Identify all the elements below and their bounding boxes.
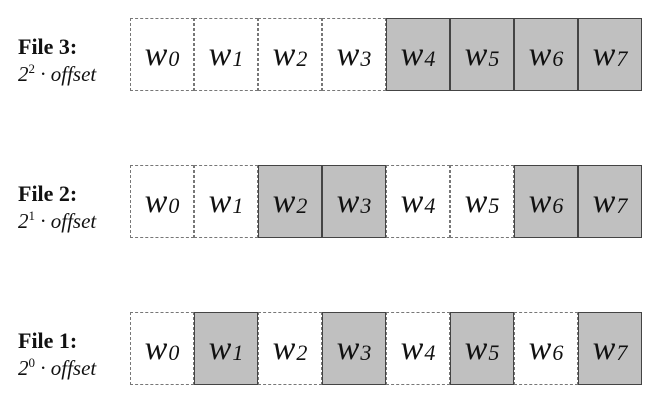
- word-symbol: w: [464, 182, 488, 220]
- word-index: 1: [232, 45, 244, 71]
- word-symbol: w: [272, 329, 296, 367]
- word-symbol: w: [208, 329, 232, 367]
- file-title: File 1:: [18, 328, 78, 353]
- word-symbol: w: [464, 329, 488, 367]
- offset-base: 2: [18, 62, 29, 86]
- word-index: 4: [424, 192, 436, 218]
- word-symbol: w: [528, 35, 552, 73]
- word-symbol: w: [336, 182, 360, 220]
- word-index: 2: [296, 339, 308, 365]
- offset-base: 2: [18, 209, 29, 233]
- word-index: 4: [424, 339, 436, 365]
- word-index: 0: [168, 45, 180, 71]
- word-symbol: w: [592, 35, 616, 73]
- offset-text: · offset: [35, 62, 97, 86]
- word-symbol: w: [528, 329, 552, 367]
- word-index: 7: [616, 339, 628, 365]
- word-index: 6: [552, 192, 564, 218]
- word-symbol: w: [464, 35, 488, 73]
- word-symbol: w: [400, 182, 424, 220]
- word-index: 6: [552, 339, 564, 365]
- word-symbol: w: [592, 182, 616, 220]
- word-symbol: w: [208, 35, 232, 73]
- file-offset-formula: 21 · offset: [18, 209, 130, 233]
- word-index: 1: [232, 192, 244, 218]
- word-symbol: w: [144, 182, 168, 220]
- offset-exponent: 0: [28, 355, 36, 370]
- file-label: File 1: 20 · offset: [18, 328, 130, 381]
- word-index: 7: [616, 45, 628, 71]
- word-index: 0: [168, 192, 180, 218]
- word-index: 5: [488, 45, 500, 71]
- file-label: File 2: 21 · offset: [18, 181, 130, 234]
- offset-text: · offset: [35, 356, 97, 380]
- word-symbol: w: [144, 329, 168, 367]
- word-index: 1: [232, 339, 244, 365]
- word-index: 2: [296, 192, 308, 218]
- file-title: File 2:: [18, 181, 78, 206]
- offset-exponent: 2: [28, 61, 36, 76]
- word-index: 3: [360, 45, 372, 71]
- word-index: 3: [360, 339, 372, 365]
- word-index: 4: [424, 45, 436, 71]
- word-symbol: w: [272, 182, 296, 220]
- file-title: File 3:: [18, 34, 78, 59]
- word-symbol: w: [592, 329, 616, 367]
- file-label: File 3: 22 · offset: [18, 34, 130, 87]
- word-symbol: w: [400, 329, 424, 367]
- word-symbol: w: [336, 329, 360, 367]
- word-symbol: w: [208, 182, 232, 220]
- word-index: 2: [296, 45, 308, 71]
- file-offset-formula: 20 · offset: [18, 356, 130, 380]
- offset-text: · offset: [35, 209, 97, 233]
- word-index: 3: [360, 192, 372, 218]
- file-offset-formula: 22 · offset: [18, 62, 130, 86]
- word-index: 0: [168, 339, 180, 365]
- word-index: 5: [488, 192, 500, 218]
- offset-base: 2: [18, 356, 29, 380]
- word-index: 6: [552, 45, 564, 71]
- word-index: 5: [488, 339, 500, 365]
- word-symbol: w: [528, 182, 552, 220]
- offset-exponent: 1: [28, 208, 36, 223]
- word-index: 7: [616, 192, 628, 218]
- word-symbol: w: [400, 35, 424, 73]
- word-symbol: w: [272, 35, 296, 73]
- word-symbol: w: [336, 35, 360, 73]
- word-symbol: w: [144, 35, 168, 73]
